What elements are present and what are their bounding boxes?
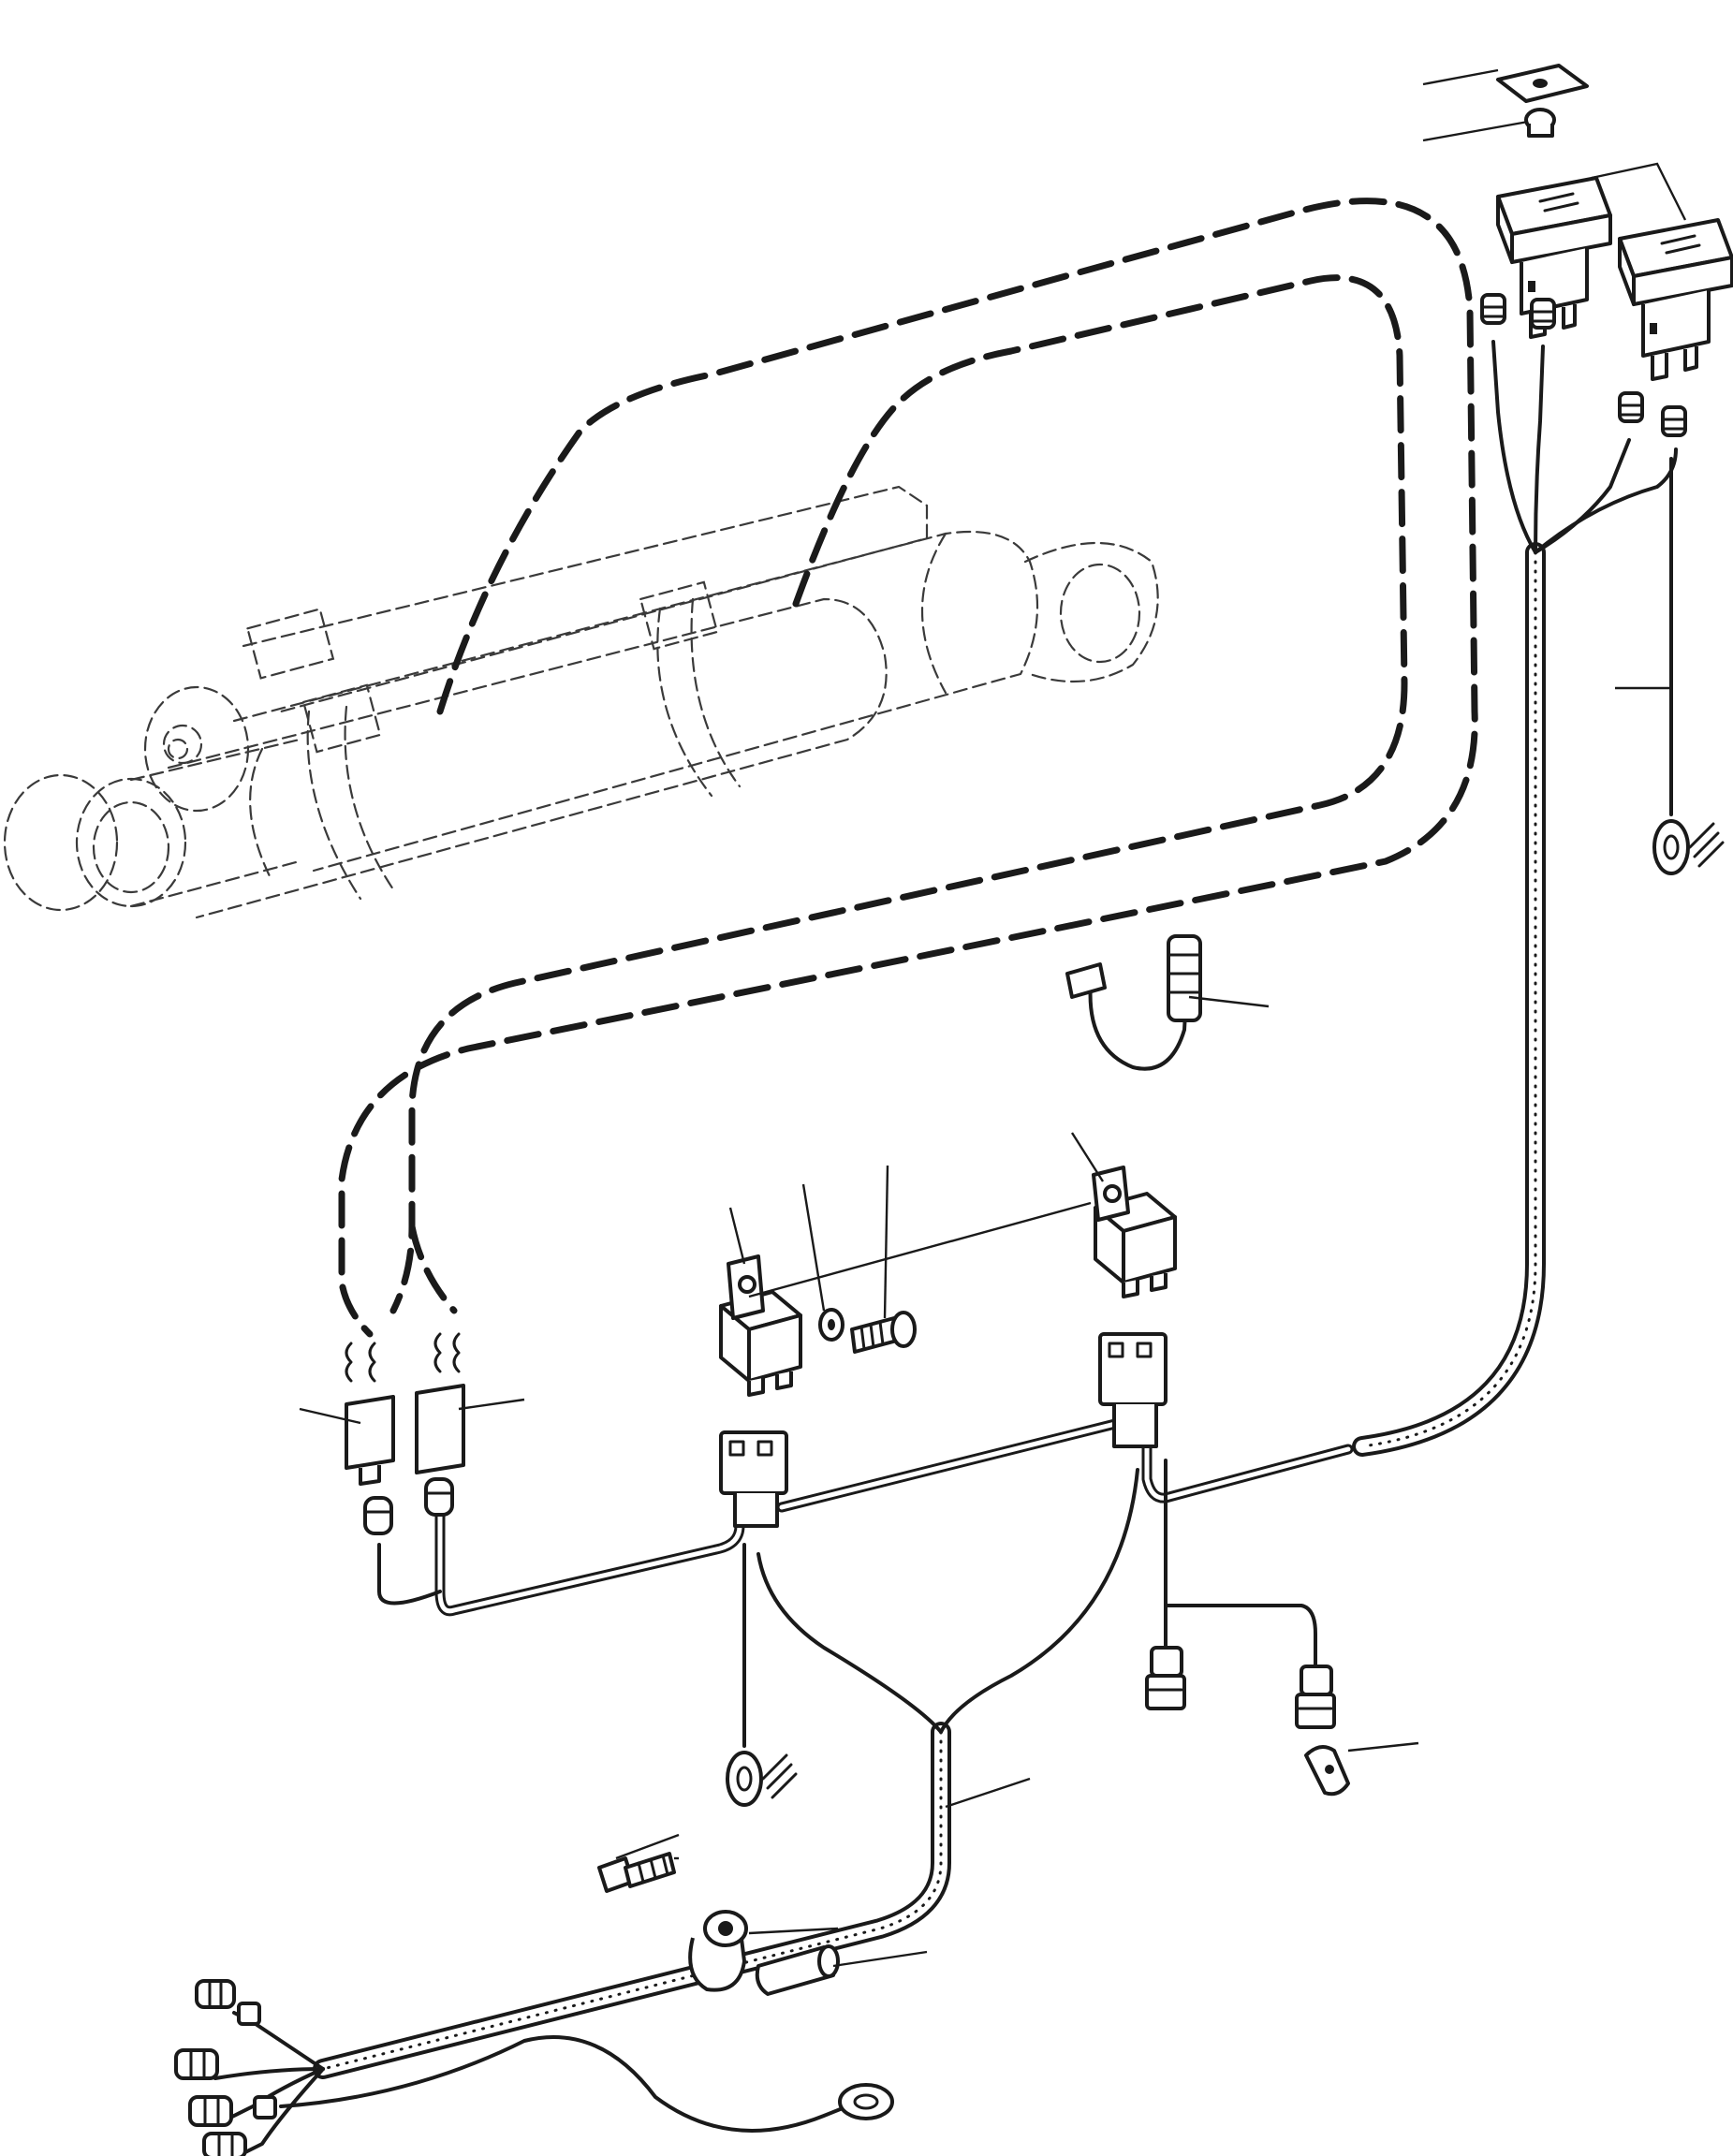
mounting-axis-line <box>748 1201 1092 1298</box>
harness-routing-path <box>338 198 1478 1338</box>
sleeve <box>755 1944 840 1996</box>
sensor-connector <box>1295 1665 1336 1729</box>
connector <box>345 1332 465 1535</box>
sensor-clip <box>1304 1745 1350 1797</box>
washer <box>818 1308 844 1342</box>
rocker-switch <box>1618 218 1733 381</box>
ground-eyelet <box>726 1751 798 1807</box>
relay-socket <box>719 1430 788 1528</box>
relay-socket <box>1098 1332 1168 1448</box>
p-clip <box>688 1910 748 1992</box>
callout-leaders <box>299 68 1687 1968</box>
ground-eyelet <box>1652 819 1725 875</box>
relay-bracket <box>727 1254 765 1320</box>
switch-terminals <box>1480 293 1687 437</box>
switch-nut <box>1524 108 1556 138</box>
main-harness <box>313 542 1546 2079</box>
bolt <box>597 1852 676 1893</box>
relay <box>1094 1192 1177 1298</box>
hydraulic-cylinder-ghost <box>3 485 1159 919</box>
switch-cap <box>1496 64 1589 103</box>
sensor-connector <box>1145 1646 1186 1710</box>
ground-eyelet <box>838 2083 894 2120</box>
screw <box>850 1311 917 1354</box>
routing-clamp <box>1065 934 1202 1071</box>
harness-end-connectors <box>174 1979 277 2156</box>
